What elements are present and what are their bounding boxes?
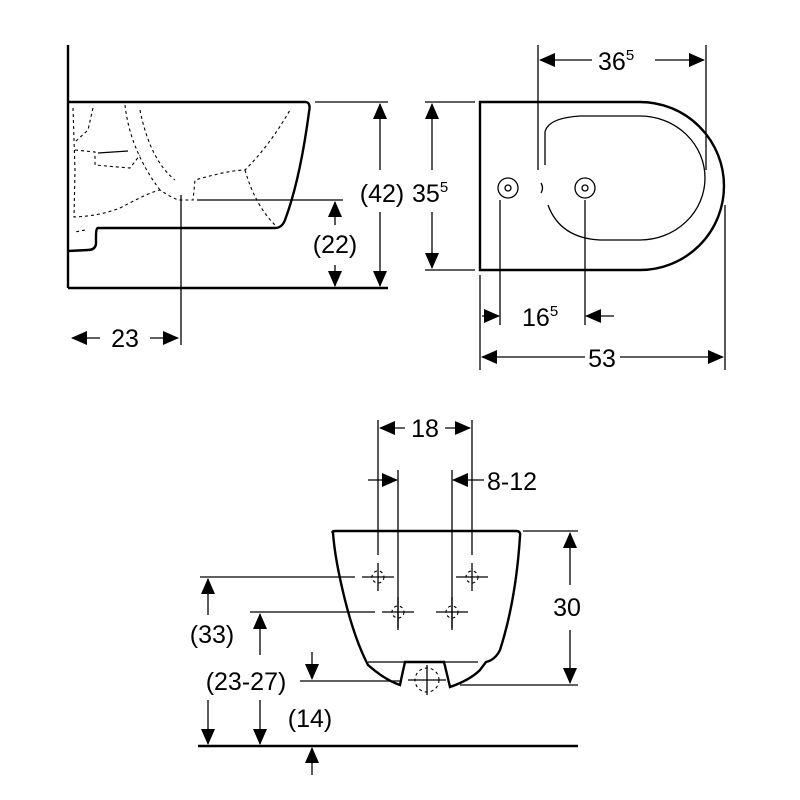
dim-front-height: 30 [553, 594, 581, 622]
top-view: 355 365 165 53 [412, 45, 726, 373]
tap-hole-left [497, 177, 519, 199]
dim-outlet-height: (22) [313, 231, 357, 259]
dim-rim-height: (42) [360, 180, 404, 208]
overflow-mark [540, 182, 544, 194]
bidet-side-outline [67, 100, 311, 253]
bidet-top-outline [478, 100, 726, 272]
dim-total-length: 53 [588, 345, 616, 373]
dim-hole-spacing: 165 [522, 303, 558, 332]
dim-bowl-length: 365 [598, 47, 634, 76]
outlet-hole [408, 665, 446, 695]
dim-outlet-height-front: (14) [288, 705, 332, 733]
bowl-outline [544, 115, 706, 241]
dim-lower-bolt-height: (23-27) [206, 668, 287, 696]
dim-depth-to-center: 23 [111, 325, 139, 353]
dim-bolt-adjust: 8-12 [487, 468, 537, 496]
fixing-hole-lower-left [382, 597, 414, 628]
bowl-hidden-line [72, 107, 291, 218]
front-view: 18 8-12 30 (33) (23-27) (14) [190, 415, 581, 775]
dim-top-height: 355 [412, 179, 448, 208]
fixing-hole-upper-right [456, 563, 488, 591]
dim-upper-bolt-height: (33) [190, 621, 234, 649]
bidet-front-outline [331, 529, 522, 689]
side-view: 23 (22) (42) [66, 45, 404, 353]
inlet-line [97, 150, 129, 154]
internal-hidden-lines [74, 104, 276, 233]
tap-hole-right [574, 177, 596, 199]
fixing-hole-upper-left [362, 563, 394, 591]
fixing-hole-lower-right [436, 597, 468, 628]
dim-bolt-spacing: 18 [411, 415, 439, 443]
